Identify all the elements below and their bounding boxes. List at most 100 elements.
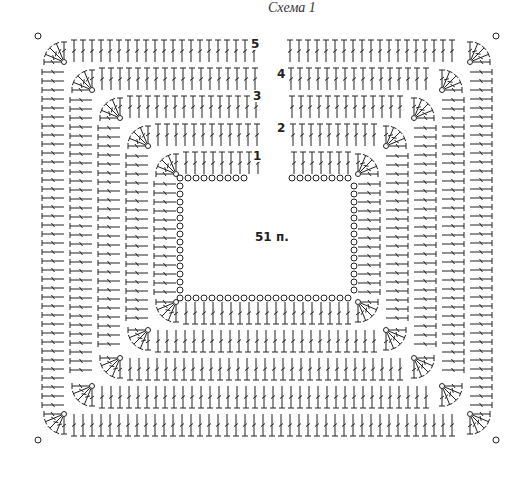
dc-top	[154, 262, 155, 268]
dc-stitch	[444, 76, 456, 88]
dc-top	[156, 164, 158, 170]
dc-tick	[452, 161, 455, 165]
dc-tick	[300, 340, 304, 343]
dc-stitch	[140, 333, 147, 349]
chain-stitch	[249, 295, 255, 301]
dc-tick	[424, 324, 427, 328]
chain-stitch	[146, 328, 151, 333]
dc-top	[42, 276, 43, 282]
dc-tick	[452, 269, 455, 273]
dc-top	[128, 136, 130, 142]
chain-stitch	[305, 175, 311, 181]
dc-top	[380, 199, 381, 205]
dc-tick	[164, 182, 167, 186]
dc-tick	[444, 79, 449, 80]
dc-tick	[396, 307, 399, 311]
dc-top	[207, 408, 213, 409]
chain-stitch	[177, 207, 183, 213]
dc-tick	[325, 78, 329, 81]
dc-top	[210, 324, 216, 325]
dc-tick	[261, 424, 265, 427]
dc-stitch	[415, 361, 422, 377]
dc-top	[327, 324, 333, 325]
dc-tick	[137, 368, 141, 371]
dc-top	[98, 260, 99, 266]
dc-tick	[452, 197, 455, 201]
dc-top	[108, 408, 114, 409]
dc-tick	[352, 78, 356, 81]
dc-top	[70, 241, 71, 247]
dc-top	[492, 177, 493, 183]
dc-tick	[136, 199, 139, 203]
dc-top	[360, 68, 366, 69]
dc-tick	[164, 200, 167, 204]
dc-top	[132, 342, 136, 346]
dc-top	[436, 188, 437, 194]
dc-top	[197, 436, 203, 437]
dc-tick	[368, 281, 371, 285]
dc-tick	[80, 197, 83, 201]
dc-top	[82, 403, 88, 405]
dc-top	[42, 267, 43, 273]
dc-top	[219, 324, 225, 325]
dc-tick	[52, 403, 55, 407]
dc-tick	[368, 254, 371, 258]
dc-tick	[52, 259, 55, 263]
dc-tick	[449, 392, 451, 397]
dc-top	[153, 408, 159, 409]
dc-tick	[384, 340, 388, 343]
dc-tick	[108, 243, 111, 247]
chain-stitch	[345, 175, 351, 181]
dc-tick	[307, 78, 311, 81]
dc-top	[125, 436, 131, 437]
dc-tick	[360, 50, 364, 53]
dc-tick	[72, 50, 76, 53]
dc-top	[464, 367, 465, 373]
dc-top	[380, 289, 381, 295]
dc-tick	[52, 322, 55, 326]
dc-tick	[480, 313, 483, 317]
dc-tick	[163, 396, 167, 399]
dc-tick	[52, 241, 55, 245]
dc-tick	[345, 134, 349, 137]
dc-tick	[52, 106, 55, 110]
dc-top	[217, 380, 223, 381]
dc-top	[360, 408, 366, 409]
dc-top	[164, 352, 170, 353]
dc-top	[408, 279, 409, 285]
dc-tick	[80, 251, 83, 255]
dc-stitch	[162, 304, 174, 316]
dc-top	[492, 240, 493, 246]
dc-top	[76, 398, 80, 402]
dc-top	[80, 40, 86, 41]
dc-top	[342, 408, 348, 409]
dc-top	[492, 393, 493, 399]
dc-top	[492, 186, 493, 192]
dc-top	[98, 170, 99, 176]
dc-top	[436, 179, 437, 185]
dc-tick	[90, 77, 94, 80]
dc-tick	[281, 368, 285, 371]
dc-top	[42, 375, 43, 381]
dc-tick	[80, 314, 83, 318]
dc-top	[134, 40, 140, 41]
dc-top	[492, 141, 493, 147]
dc-tick	[424, 189, 427, 193]
dc-tick	[141, 340, 146, 341]
dc-tick	[136, 316, 139, 320]
dc-tick	[396, 190, 399, 194]
dc-top	[380, 262, 381, 268]
dc-top	[70, 304, 71, 310]
dc-top	[289, 380, 295, 381]
dc-tick	[62, 49, 66, 52]
dc-top	[252, 408, 258, 409]
dc-top	[252, 68, 258, 69]
dc-tick	[360, 424, 364, 427]
dc-top	[341, 436, 347, 437]
dc-top	[108, 68, 114, 69]
chain-stitch	[384, 328, 389, 333]
dc-top	[126, 252, 127, 258]
dc-top	[408, 252, 409, 258]
dc-tick	[480, 376, 483, 380]
dc-tick	[393, 336, 395, 341]
